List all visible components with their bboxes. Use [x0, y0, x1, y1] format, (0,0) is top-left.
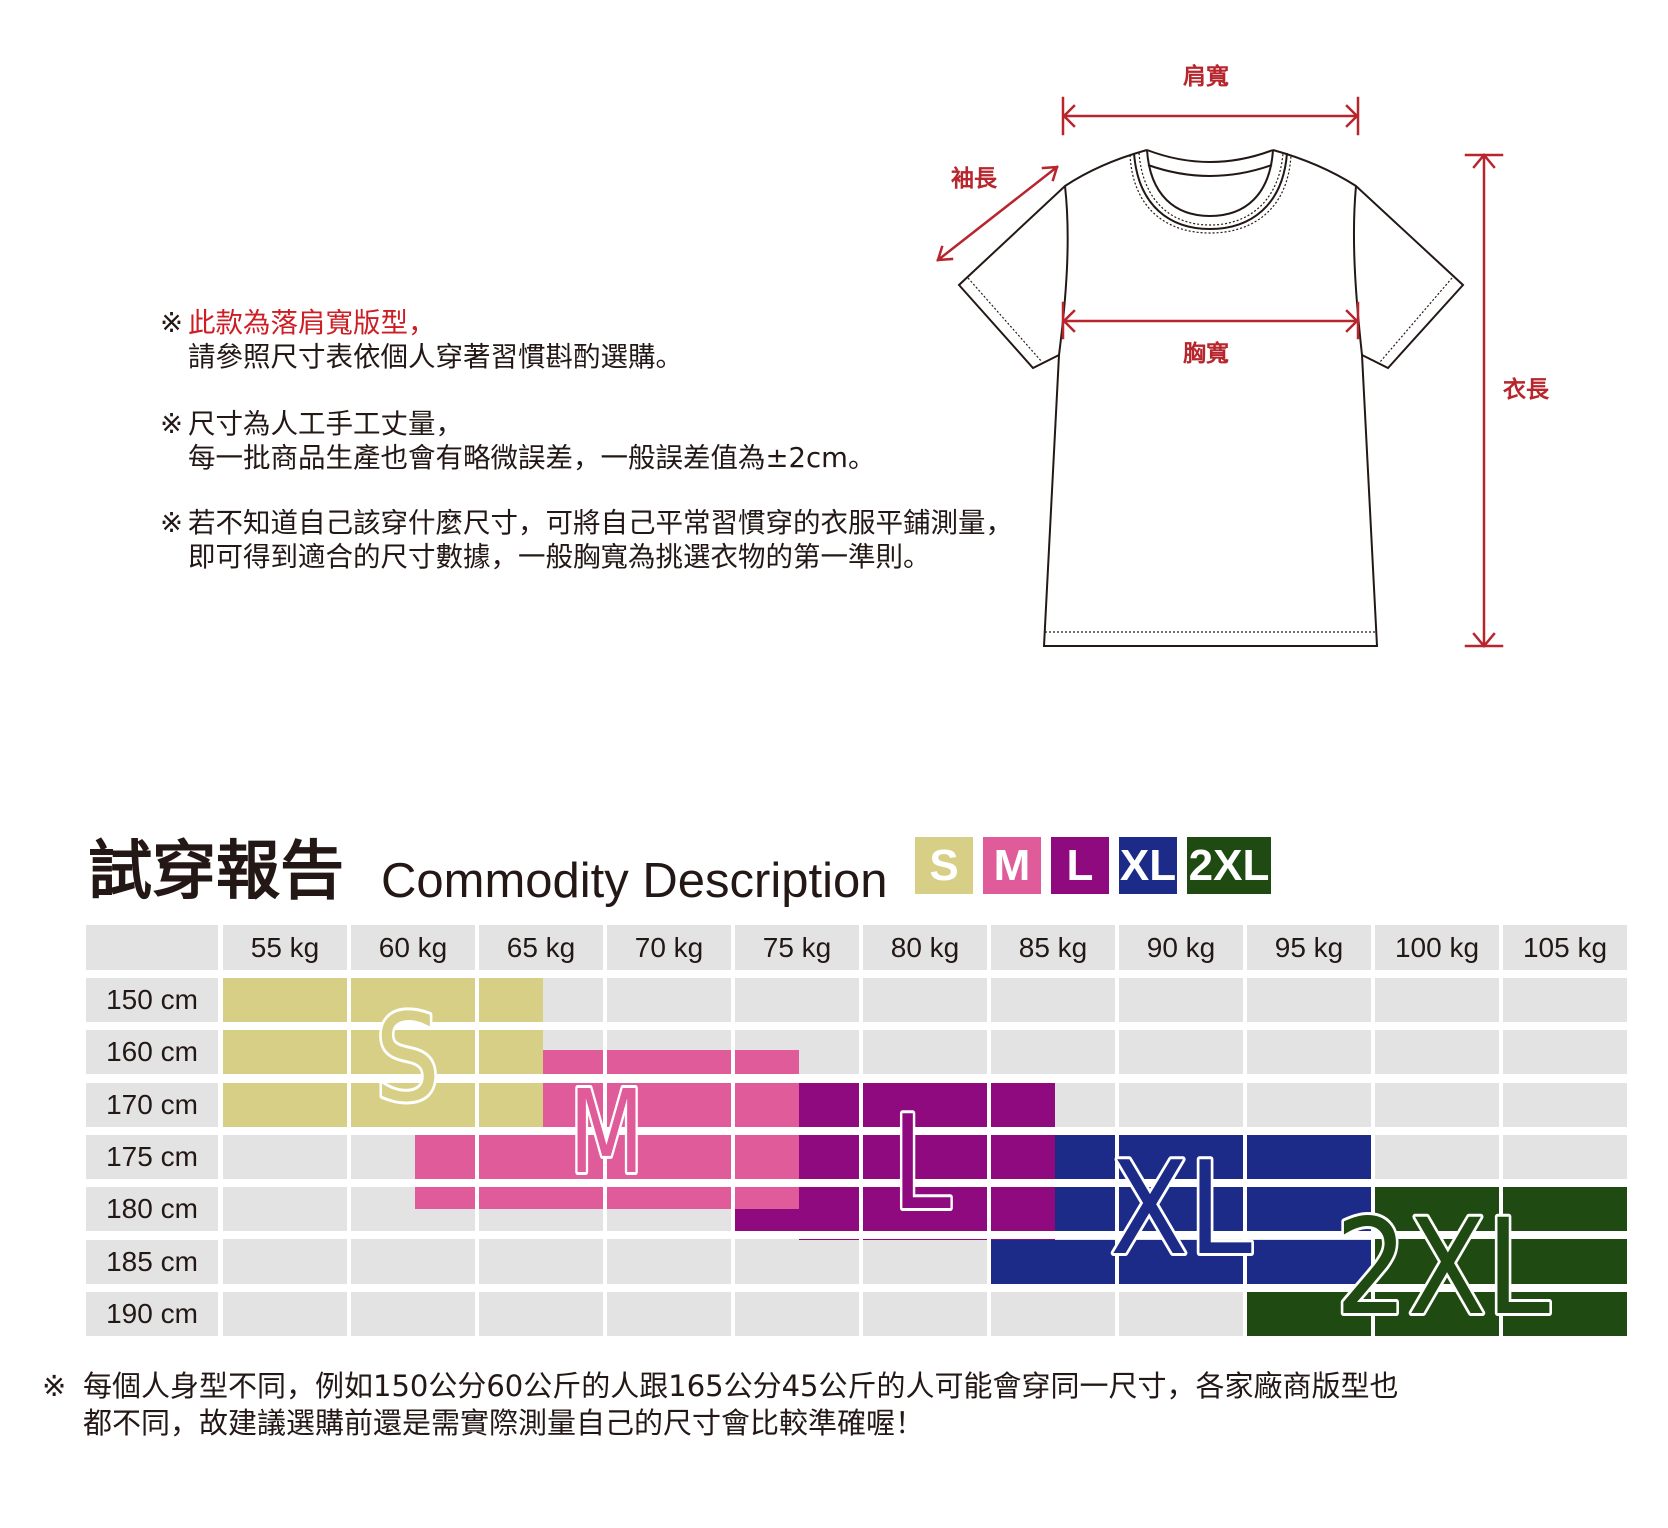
- tshirt-measurement-diagram: 肩寬 袖長 胸寬 衣長: [936, 63, 1550, 648]
- footer-note: ※ 每個人身型不同，例如150公分60公斤的人跟165公分45公斤的人可能會穿同…: [42, 1368, 1399, 1442]
- height-row-label: 160 cm: [86, 1030, 218, 1075]
- note-line: 尺寸為人工手工丈量，: [188, 408, 463, 440]
- height-row-label: 175 cm: [86, 1134, 218, 1179]
- note-bullet: ※: [160, 408, 184, 440]
- grid-row-gap: [218, 1231, 1640, 1240]
- weight-header-cell: 95 kg: [1247, 925, 1371, 970]
- grid-column-gap: [475, 970, 479, 1346]
- weight-header-cell: 55 kg: [223, 925, 347, 970]
- footer-line: 都不同，故建議選購前還是需實際測量自己的尺寸會比較準確喔！: [83, 1406, 925, 1440]
- note-how-to-measure: ※ 若不知道自己該穿什麼尺寸，可將自己平常習慣穿的衣服平鋪測量， 即可得到適合的…: [160, 507, 1013, 574]
- grid-column-gap: [1499, 970, 1503, 1346]
- grid-row-gap: [218, 1126, 1640, 1135]
- size-region-m: [415, 1134, 799, 1210]
- note-line: 即可得到適合的尺寸數據，一般胸寬為挑選衣物的第一準則。: [188, 540, 931, 573]
- legend-badge-m: M: [983, 837, 1041, 894]
- shoulder-width-arrow-icon: [1061, 96, 1360, 136]
- note-line: 請參照尺寸表依個人穿著習慣斟酌選購。: [188, 340, 683, 373]
- size-region-xl: [1055, 1134, 1375, 1240]
- size-chart-subtitle: Commodity Description: [381, 854, 888, 908]
- note-highlight-line: 此款為落肩寬版型，: [188, 307, 436, 339]
- grid-row-gap: [218, 1335, 1640, 1345]
- weight-header-cell: 60 kg: [351, 925, 475, 970]
- note-line: 若不知道自己該穿什麼尺寸，可將自己平常習慣穿的衣服平鋪測量，: [188, 507, 1013, 539]
- weight-header-cell: 70 kg: [607, 925, 731, 970]
- weight-header-cell: 105 kg: [1503, 925, 1627, 970]
- sleeve-length-label: 袖長: [951, 165, 998, 192]
- grid-column-gap: [1371, 970, 1375, 1346]
- legend-badge-l: L: [1051, 837, 1109, 894]
- note-bullet: ※: [160, 307, 184, 339]
- height-row-label: 185 cm: [86, 1239, 218, 1284]
- chest-width-arrow-icon: [1061, 301, 1360, 340]
- garment-length-arrow-icon: [1464, 153, 1504, 648]
- weight-header-cell: 85 kg: [991, 925, 1115, 970]
- size-region-xl: [991, 1239, 1375, 1292]
- size-region-s: [223, 978, 543, 1135]
- chest-width-label: 胸寬: [1183, 340, 1229, 367]
- note-bullet: ※: [160, 507, 184, 539]
- size-chart-title: 試穿報告: [88, 835, 344, 909]
- grid-row-gap: [218, 1074, 1640, 1083]
- footer-bullet: ※: [42, 1369, 67, 1403]
- weight-header-cell: 65 kg: [479, 925, 603, 970]
- grid-column-gap: [1627, 970, 1631, 1346]
- grid-column-gap: [859, 970, 863, 1346]
- note-drop-shoulder: ※ 此款為落肩寬版型， 請參照尺寸表依個人穿著習慣斟酌選購。: [160, 307, 683, 374]
- size-region-m: [543, 1050, 799, 1135]
- legend-badge-s: S: [915, 837, 973, 894]
- legend-badge-2xl: 2XL: [1187, 837, 1271, 894]
- weight-header-cell: 75 kg: [735, 925, 859, 970]
- stitch-lines-icon: [967, 152, 1453, 633]
- size-region-2xl: [1247, 1291, 1631, 1345]
- sleeve-length-arrow-icon: [936, 165, 1059, 262]
- grid-column-gap: [603, 970, 607, 1346]
- height-row-label: 150 cm: [86, 978, 218, 1022]
- height-row-label: 170 cm: [86, 1082, 218, 1127]
- footer-line: 每個人身型不同，例如150公分60公斤的人跟165公分45公斤的人可能會穿同一尺…: [83, 1369, 1399, 1403]
- grid-row-gap: [218, 1178, 1640, 1188]
- weight-header-cell: 90 kg: [1119, 925, 1243, 970]
- tshirt-outline-icon: [957, 149, 1465, 647]
- height-row-label: 180 cm: [86, 1187, 218, 1232]
- height-row-label: 190 cm: [86, 1291, 218, 1336]
- note-measurement-error: ※ 尺寸為人工手工丈量， 每一批商品生產也會有略微誤差，一般誤差值為±2cm。: [160, 408, 875, 475]
- size-region-2xl: [1375, 1187, 1631, 1292]
- size-region-l: [799, 1082, 1055, 1240]
- weight-header-cell: 100 kg: [1375, 925, 1499, 970]
- note-line: 每一批商品生產也會有略微誤差，一般誤差值為±2cm。: [188, 441, 876, 474]
- grid-row-gap: [218, 1022, 1640, 1031]
- grid-column-gap: [1115, 970, 1119, 1346]
- grid-column-gap: [1243, 970, 1247, 1346]
- grid-row-gap: [218, 1283, 1640, 1292]
- grid-column-gap: [987, 970, 991, 1346]
- grid-column-gap: [731, 970, 735, 1346]
- legend-badge-xl: XL: [1119, 837, 1177, 894]
- header-corner-cell: [86, 925, 218, 970]
- grid-column-gap: [347, 970, 351, 1346]
- garment-length-label: 衣長: [1503, 376, 1550, 403]
- weight-header-cell: 80 kg: [863, 925, 987, 970]
- shoulder-width-label: 肩寬: [1183, 63, 1229, 90]
